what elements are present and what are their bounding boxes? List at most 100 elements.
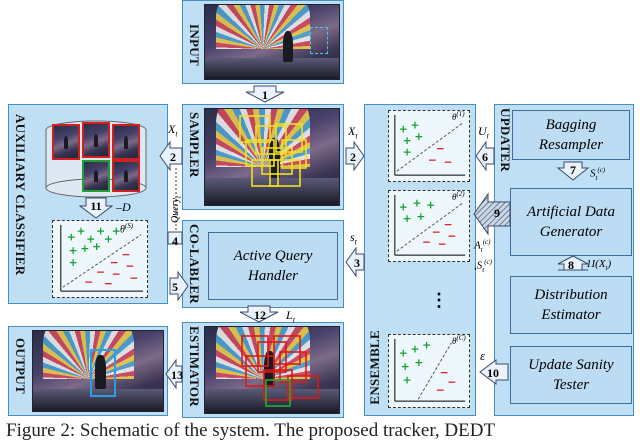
svg-text:−: − xyxy=(428,154,437,167)
svg-text:+: + xyxy=(86,232,95,245)
st-c-label: St(c) xyxy=(590,166,606,182)
aux-thumb-4 xyxy=(82,160,110,192)
theta-2-label: θ(2) xyxy=(452,190,465,202)
aux-thumb-1 xyxy=(52,124,80,160)
svg-text:−: − xyxy=(125,260,134,273)
eps-label: ε xyxy=(480,348,486,363)
step-5: 5 xyxy=(172,280,178,294)
svg-text:−: − xyxy=(96,266,105,279)
svg-text:−: − xyxy=(432,226,441,239)
step-2-right: 2 xyxy=(350,150,356,164)
updater-title: UPDATER xyxy=(498,108,513,172)
step-13: 13 xyxy=(171,368,183,382)
artificial-data-generator-box: Artificial Data Generator xyxy=(510,188,632,256)
update-sanity-tester-box: Update Sanity Tester xyxy=(510,346,632,404)
active-query-handler-box: Active Query Handler xyxy=(208,232,338,300)
d-label: –D xyxy=(116,200,131,214)
figure-caption: Figure 2: Schematic of the system. The p… xyxy=(6,420,496,441)
svg-text:+: + xyxy=(403,212,412,225)
svg-text:+: + xyxy=(399,200,408,213)
svg-text:+: + xyxy=(67,231,76,244)
svg-text:+: + xyxy=(69,244,78,257)
svg-text:+: + xyxy=(92,240,101,253)
aux-thumb-3 xyxy=(112,124,140,160)
svg-text:−: − xyxy=(448,376,457,389)
colabeler-title: CO-LABLER xyxy=(187,224,202,304)
svg-text:+: + xyxy=(403,374,412,387)
svg-text:+: + xyxy=(104,232,113,245)
aux-thumb-2 xyxy=(82,122,110,158)
svg-text:+: + xyxy=(77,225,86,238)
svg-text:+: + xyxy=(412,197,421,210)
svg-text:+: + xyxy=(414,130,423,143)
aux-chart: ++++ +++++ + −−−− −−−− xyxy=(52,220,148,298)
svg-text:+: + xyxy=(69,256,78,269)
svg-text:−: − xyxy=(444,218,453,231)
svg-text:+: + xyxy=(399,122,408,135)
output-title: OUTPUT xyxy=(13,338,28,394)
st-label: st xyxy=(350,230,357,247)
estimator-title: ESTIMATOR xyxy=(187,326,202,407)
step-11: 11 xyxy=(90,199,102,213)
step-7: 7 xyxy=(570,163,576,177)
svg-text:+: + xyxy=(399,346,408,359)
svg-text:−: − xyxy=(84,275,93,288)
svg-text:+: + xyxy=(403,146,412,159)
svg-text:−: − xyxy=(110,256,119,269)
svg-text:−: − xyxy=(444,155,453,168)
one-x-label: 1I(Xt) xyxy=(586,258,612,273)
step-1: 1 xyxy=(262,88,268,102)
svg-text:+: + xyxy=(416,210,425,223)
aux-thumb-5 xyxy=(112,160,140,192)
lt-label: Lt xyxy=(286,308,295,325)
ensemble-chart-2: +++++ −−−−− xyxy=(388,190,470,262)
step-3: 3 xyxy=(354,256,360,270)
ensemble-dots: ⋮ xyxy=(430,290,448,310)
input-image xyxy=(204,4,340,80)
step-4: 4 xyxy=(172,234,178,248)
ensemble-chart-3: ++++++ −−− xyxy=(388,334,470,408)
step-2-left: 2 xyxy=(170,150,176,164)
svg-text:+: + xyxy=(410,343,419,356)
svg-text:+: + xyxy=(422,339,431,352)
svg-text:−: − xyxy=(129,271,138,284)
svg-text:−: − xyxy=(436,383,445,396)
ensemble-chart-1: +++++ −−− xyxy=(388,110,470,182)
svg-text:+: + xyxy=(426,199,435,212)
output-image xyxy=(32,330,164,412)
svg-text:+: + xyxy=(96,225,105,238)
svg-text:−: − xyxy=(104,277,113,290)
theta-aux-label: θ(S) xyxy=(120,222,134,236)
a-s-label: At(c),St(c) xyxy=(474,238,492,274)
query-label: Queryt xyxy=(170,196,183,223)
svg-text:−: − xyxy=(440,366,449,379)
auxiliary-title: AUXILIARY CLASSIFIER xyxy=(13,114,28,276)
svg-text:+: + xyxy=(403,134,412,147)
step-6: 6 xyxy=(482,150,488,164)
svg-text:−: − xyxy=(448,230,457,243)
svg-text:+: + xyxy=(410,119,419,132)
svg-text:−: − xyxy=(122,248,131,261)
bagging-resampler-box: Bagging Resampler xyxy=(512,110,630,160)
theta-c-label: θ(C) xyxy=(452,334,466,346)
distribution-estimator-box: Distribution Estimator xyxy=(510,276,632,334)
svg-text:+: + xyxy=(414,356,423,369)
svg-text:−: − xyxy=(112,268,121,281)
svg-text:−: − xyxy=(436,142,445,155)
theta-1-label: θ(1) xyxy=(452,110,465,122)
svg-text:+: + xyxy=(80,242,89,255)
xt-right-label: Xt xyxy=(348,124,358,141)
input-title: INPUT xyxy=(187,24,202,66)
xt-left-label: Xt xyxy=(168,122,178,139)
sampler-title: SAMPLER xyxy=(187,112,202,178)
svg-text:+: + xyxy=(401,360,410,373)
step-10: 10 xyxy=(487,366,499,380)
svg-text:−: − xyxy=(438,237,447,250)
svg-text:+: + xyxy=(112,225,121,238)
svg-text:−: − xyxy=(422,235,431,248)
step-8: 8 xyxy=(568,258,574,272)
step-9: 9 xyxy=(494,206,500,220)
ut-label: Ut xyxy=(478,124,489,141)
